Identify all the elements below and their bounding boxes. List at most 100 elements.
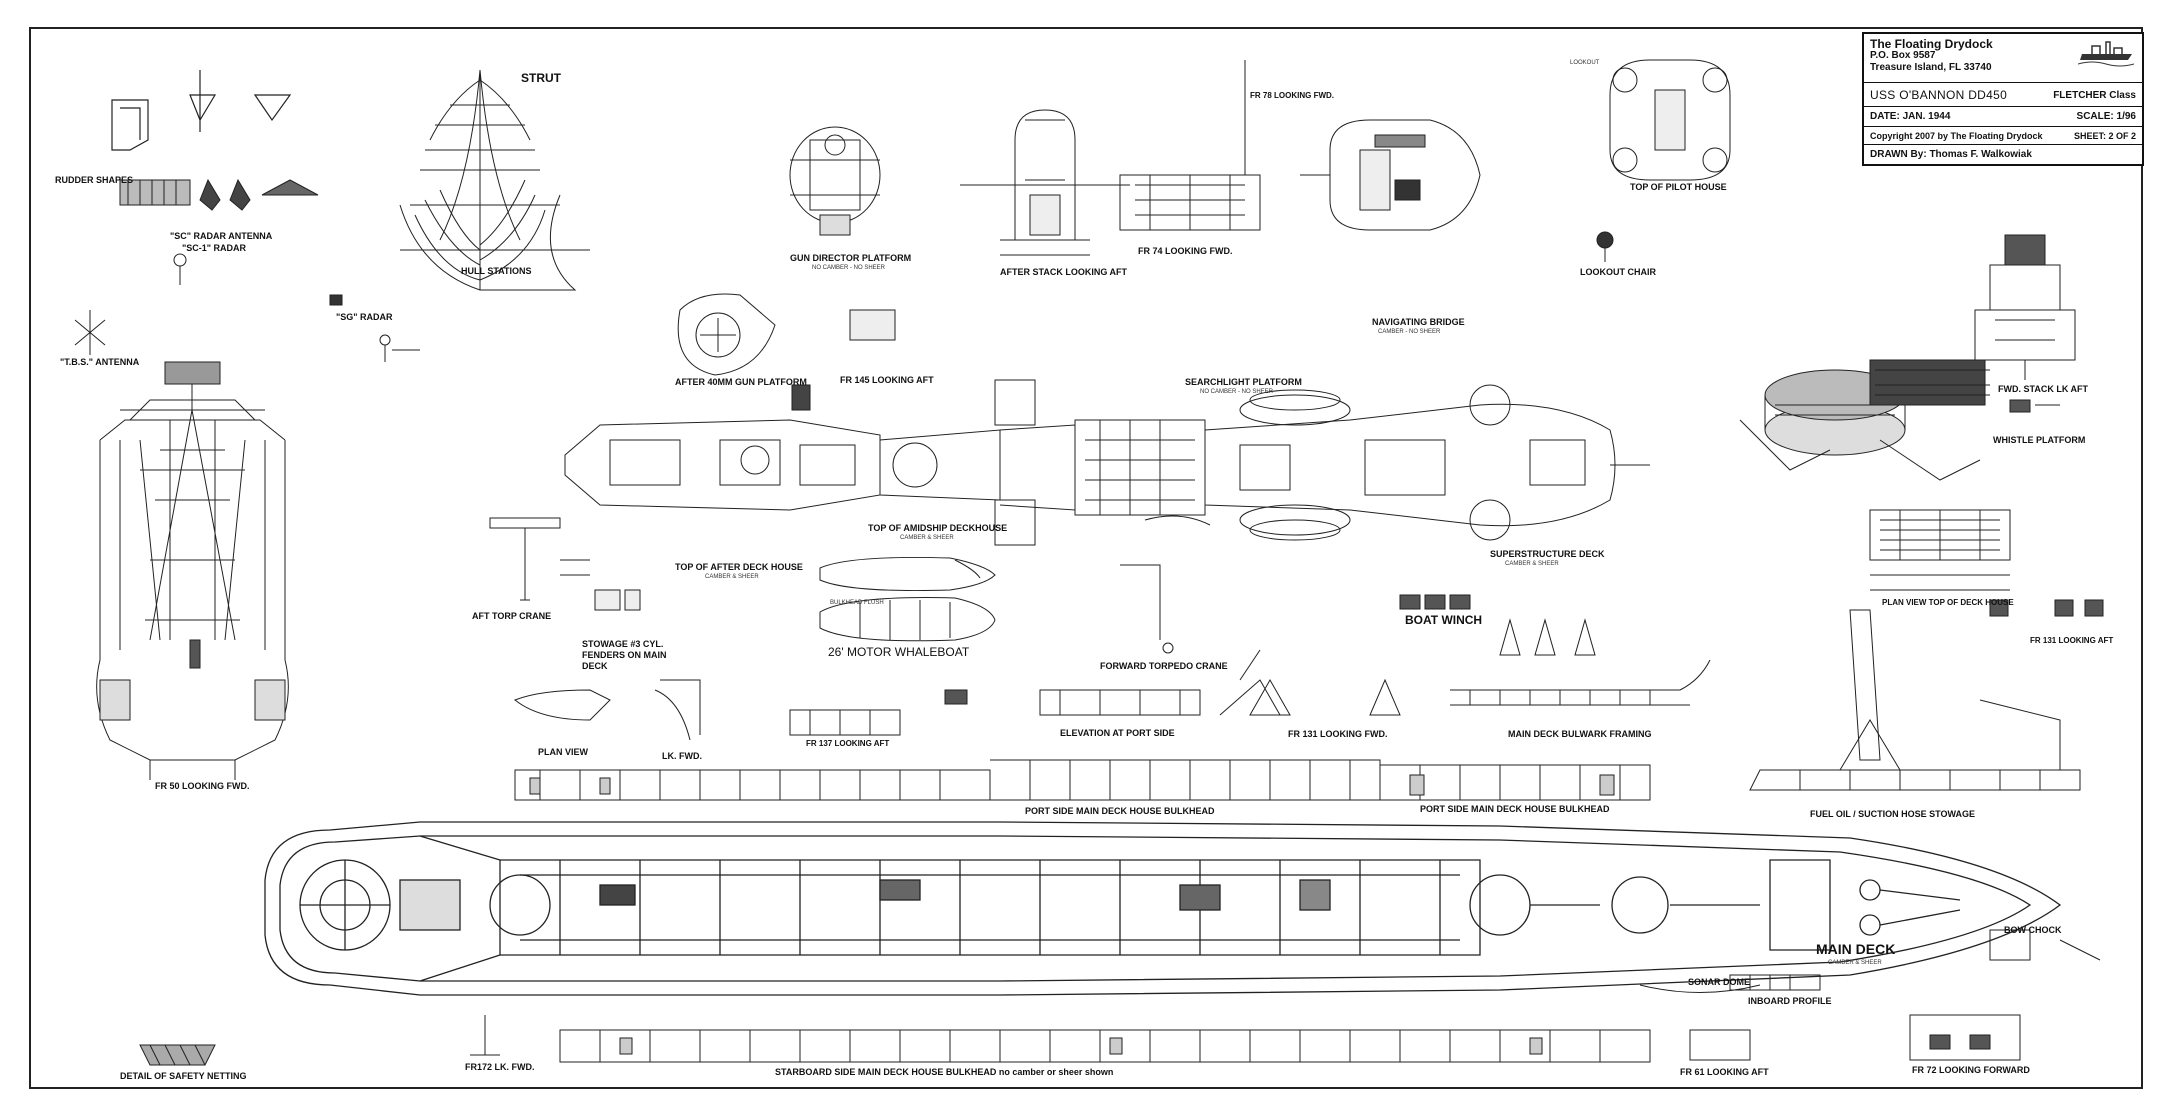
label-stowage-3-cyl: STOWAGE #3 CYL. bbox=[582, 639, 664, 649]
ship-logo-icon bbox=[2078, 41, 2134, 67]
pilot-house-drawing bbox=[1609, 59, 1731, 181]
after-stack-drawing bbox=[960, 109, 1130, 256]
label-hull-stations: HULL STATIONS bbox=[461, 266, 532, 276]
40mm-gun-mount-drawing bbox=[1739, 359, 1990, 481]
label-boat-winch: BOAT WINCH bbox=[1405, 613, 1483, 627]
superstructure-deck-plan-drawing bbox=[1204, 384, 1650, 541]
label-port-side-bulkhead-2: PORT SIDE MAIN DECK HOUSE BULKHEAD bbox=[1420, 804, 1610, 814]
label-plan-view-top-of-deck-house: PLAN VIEW TOP OF DECK HOUSE bbox=[1882, 598, 2014, 607]
port-bulkhead-strip-drawing bbox=[514, 759, 1651, 801]
fuel-oil-hose-stowage-drawing bbox=[1749, 609, 2081, 791]
title-block-header: The Floating Drydock P.O. Box 9587 Treas… bbox=[1870, 38, 1993, 74]
fr137-detail-drawing bbox=[789, 689, 968, 736]
label-fr78-looking-fwd: FR 78 LOOKING FWD. bbox=[1250, 91, 1334, 100]
label-fuel-oil-hose-stowage: FUEL OIL / SUCTION HOSE STOWAGE bbox=[1810, 809, 1976, 819]
frame-section-details-drawing bbox=[470, 1014, 2021, 1061]
label-navigating-bridge-sub: CAMBER - NO SHEER bbox=[1378, 329, 1441, 335]
label-fr137-looking-aft: FR 137 LOOKING AFT bbox=[806, 739, 890, 748]
label-top-of-after-deck-house: TOP OF AFTER DECK HOUSE bbox=[675, 562, 803, 572]
sheet-number: SHEET: 2 OF 2 bbox=[2073, 131, 2136, 141]
drawing-date: DATE: JAN. 1944 bbox=[1870, 111, 1951, 122]
fwd-stack-drawing bbox=[1974, 234, 2076, 413]
label-lookout-callout: LOOKOUT bbox=[1570, 60, 1600, 66]
label-main-deck: MAIN DECK bbox=[1816, 941, 1896, 957]
label-starboard-side-bulkhead: STARBOARD SIDE MAIN DECK HOUSE BULKHEAD … bbox=[775, 1067, 1114, 1077]
fr74-drawing bbox=[1119, 60, 1261, 231]
label-aft-torp-crane: AFT TORP CRANE bbox=[472, 611, 552, 621]
plan-view-detail-drawing bbox=[514, 679, 701, 741]
label-tbs-antenna: "T.B.S." ANTENNA bbox=[60, 357, 140, 367]
title-block: The Floating Drydock P.O. Box 9587 Treas… bbox=[1862, 32, 2144, 166]
navigating-bridge-drawing bbox=[1300, 119, 1481, 231]
date-row: DATE: JAN. 1944 SCALE: 1/96 bbox=[1864, 106, 2142, 127]
boat-winch-drawing bbox=[1399, 594, 1596, 656]
fr50-mast-elevation-drawing bbox=[96, 361, 289, 780]
motor-whaleboat-drawing bbox=[819, 556, 996, 642]
stowage-fenders-drawing bbox=[594, 589, 641, 611]
label-strut: STRUT bbox=[521, 71, 561, 85]
label-sc-radar-antenna: "SC" RADAR ANTENNA bbox=[170, 231, 273, 241]
label-fwd-stack-lk-aft: FWD. STACK LK AFT bbox=[1998, 384, 2088, 394]
drawn-by-row: DRAWN By: Thomas F. Walkowiak bbox=[1864, 144, 2142, 163]
label-plan-view: PLAN VIEW bbox=[538, 747, 589, 757]
label-fr50-looking-fwd: FR 50 LOOKING FWD. bbox=[155, 781, 250, 791]
copyright-text: Copyright 2007 by The Floating Drydock bbox=[1870, 131, 2043, 141]
main-deck-plan-drawing bbox=[264, 821, 2062, 996]
label-bow-chock: BOW CHOCK bbox=[2004, 925, 2062, 935]
label-top-of-pilot-house: TOP OF PILOT HOUSE bbox=[1630, 182, 1727, 192]
publisher-name: The Floating Drydock bbox=[1870, 37, 1993, 51]
rudder-shapes-drawing bbox=[111, 70, 292, 151]
publisher-address-2: Treasure Island, FL 33740 bbox=[1870, 62, 1992, 73]
inboard-profile-drawing bbox=[1639, 929, 2101, 993]
label-navigating-bridge: NAVIGATING BRIDGE bbox=[1372, 317, 1465, 327]
publisher-address-1: P.O. Box 9587 bbox=[1870, 50, 1936, 61]
bulwark-framing-drawing bbox=[1249, 659, 1711, 716]
label-fr61-looking-aft: FR 61 LOOKING AFT bbox=[1680, 1067, 1769, 1077]
label-main-deck-sub: CAMBER & SHEER bbox=[1828, 960, 1882, 966]
label-fenders-line-1: FENDERS ON MAIN bbox=[582, 650, 667, 660]
label-main-deck-bulwark-framing: MAIN DECK BULWARK FRAMING bbox=[1508, 729, 1652, 739]
label-fr131-looking-aft: FR 131 LOOKING AFT bbox=[2030, 636, 2114, 645]
label-elevation-at-port-side: ELEVATION AT PORT SIDE bbox=[1060, 728, 1175, 738]
label-after-deck-sub: CAMBER & SHEER bbox=[705, 574, 759, 580]
label-superstructure-deck: SUPERSTRUCTURE DECK bbox=[1490, 549, 1605, 559]
gun-director-drawing bbox=[789, 126, 881, 236]
elevation-port-side-drawing bbox=[1039, 649, 1281, 716]
starboard-bulkhead-strip-drawing bbox=[559, 1029, 1651, 1063]
aft-torp-crane-drawing bbox=[489, 517, 590, 601]
ship-name: USS O'BANNON DD450 bbox=[1870, 88, 2008, 102]
label-fr72-looking-forward: FR 72 LOOKING FORWARD bbox=[1912, 1065, 2030, 1075]
ship-class: FLETCHER Class bbox=[2053, 90, 2136, 101]
drawn-by: DRAWN By: Thomas F. Walkowiak bbox=[1870, 149, 2032, 160]
ship-row: USS O'BANNON DD450 FLETCHER Class bbox=[1864, 82, 2142, 107]
label-superstructure-sub: CAMBER & SHEER bbox=[1505, 561, 1559, 567]
safety-netting-drawing bbox=[139, 1044, 216, 1066]
label-lk-fwd: LK. FWD. bbox=[662, 751, 702, 761]
label-fenders-line-2: DECK bbox=[582, 661, 608, 671]
label-gun-director-sub: NO CAMBER - NO SHEER bbox=[812, 265, 886, 271]
label-port-side-bulkhead-1: PORT SIDE MAIN DECK HOUSE BULKHEAD bbox=[1025, 806, 1215, 816]
label-sg-radar: "SG" RADAR bbox=[336, 312, 393, 322]
label-forward-torpedo-crane: FORWARD TORPEDO CRANE bbox=[1100, 661, 1228, 671]
sc-radar-antenna-drawing bbox=[119, 178, 319, 211]
lookout-chair-drawing bbox=[1596, 231, 1614, 262]
copyright-row: Copyright 2007 by The Floating Drydock S… bbox=[1864, 126, 2142, 145]
label-fr131-looking-fwd: FR 131 LOOKING FWD. bbox=[1288, 729, 1388, 739]
label-rudder-shapes: RUDDER SHAPES bbox=[55, 175, 134, 185]
label-whaleboat-plate: BULKHEAD FLUSH bbox=[830, 600, 884, 606]
label-fr145-looking-aft: FR 145 LOOKING AFT bbox=[840, 375, 934, 385]
tbs-antenna-drawing bbox=[74, 310, 106, 355]
label-whistle-platform: WHISTLE PLATFORM bbox=[1993, 435, 2086, 445]
label-sc1-radar: "SC-1" RADAR bbox=[182, 243, 247, 253]
label-searchlight-platform: SEARCHLIGHT PLATFORM bbox=[1185, 377, 1302, 387]
label-top-of-amidship-deckhouse: TOP OF AMIDSHIP DECKHOUSE bbox=[868, 523, 1008, 533]
forward-torpedo-crane-drawing bbox=[1120, 515, 1211, 654]
sg-radar-drawing bbox=[173, 253, 420, 362]
drawing-scale: SCALE: 1/96 bbox=[2076, 111, 2136, 122]
label-fr74-looking-fwd: FR 74 LOOKING FWD. bbox=[1138, 246, 1233, 256]
plan-view-top-of-deck-house-drawing bbox=[1869, 509, 2011, 591]
label-sonar-dome: SONAR DOME bbox=[1688, 977, 1751, 987]
sheet-border bbox=[29, 27, 2143, 1089]
label-after-stack-looking-aft: AFTER STACK LOOKING AFT bbox=[1000, 267, 1127, 277]
